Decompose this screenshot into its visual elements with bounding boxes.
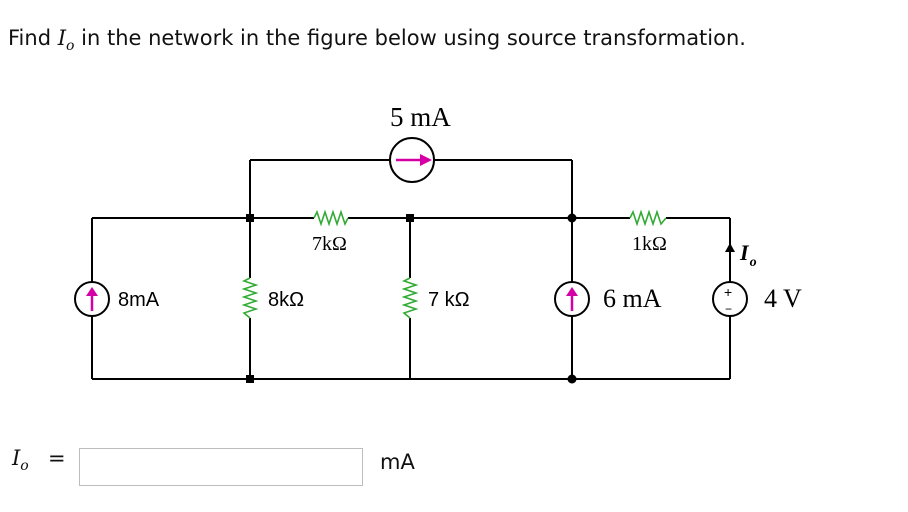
- label-7k-top: 7kΩ: [312, 233, 347, 255]
- question-suffix: in the network in the figure below using…: [81, 26, 746, 50]
- current-source-5ma: [389, 137, 435, 183]
- question-text: Find Io in the network in the figure bel…: [8, 26, 746, 54]
- label-plus: +: [724, 284, 732, 300]
- node-dot: [246, 375, 254, 383]
- resistor-8k: [241, 277, 259, 319]
- answer-variable: Io: [12, 446, 29, 475]
- answer-unit: mA: [380, 450, 415, 474]
- label-1k: 1kΩ: [632, 233, 667, 255]
- circuit-nodes: [246, 213, 577, 384]
- current-io-indicator: [725, 243, 735, 252]
- label-7k-mid: 7 kΩ: [428, 289, 470, 311]
- node-dot: [567, 213, 577, 223]
- node-dot: [246, 214, 254, 222]
- question-variable: Io: [57, 26, 75, 55]
- circuit-wires: [91, 159, 731, 380]
- resistor-7k-top: [312, 209, 349, 227]
- question-prefix: Find: [8, 26, 52, 50]
- node-dot: [406, 214, 414, 222]
- current-source-8ma: [74, 281, 110, 317]
- label-6ma: 6 mA: [603, 284, 662, 313]
- voltage-source-4v: [712, 281, 748, 317]
- label-io: Io: [739, 240, 757, 270]
- label-5ma: 5 mA: [390, 102, 451, 132]
- current-source-6ma: [554, 281, 590, 317]
- label-8ma: 8mA: [118, 289, 160, 311]
- resistor-7k-mid: [401, 277, 419, 319]
- label-4v: 4 V: [764, 284, 802, 313]
- answer-input[interactable]: [79, 448, 363, 486]
- answer-equals: =: [48, 446, 66, 470]
- label-8k: 8kΩ: [268, 289, 304, 311]
- label-minus: −: [725, 302, 732, 316]
- resistor-1k-top: [629, 209, 667, 227]
- node-dot: [567, 374, 577, 384]
